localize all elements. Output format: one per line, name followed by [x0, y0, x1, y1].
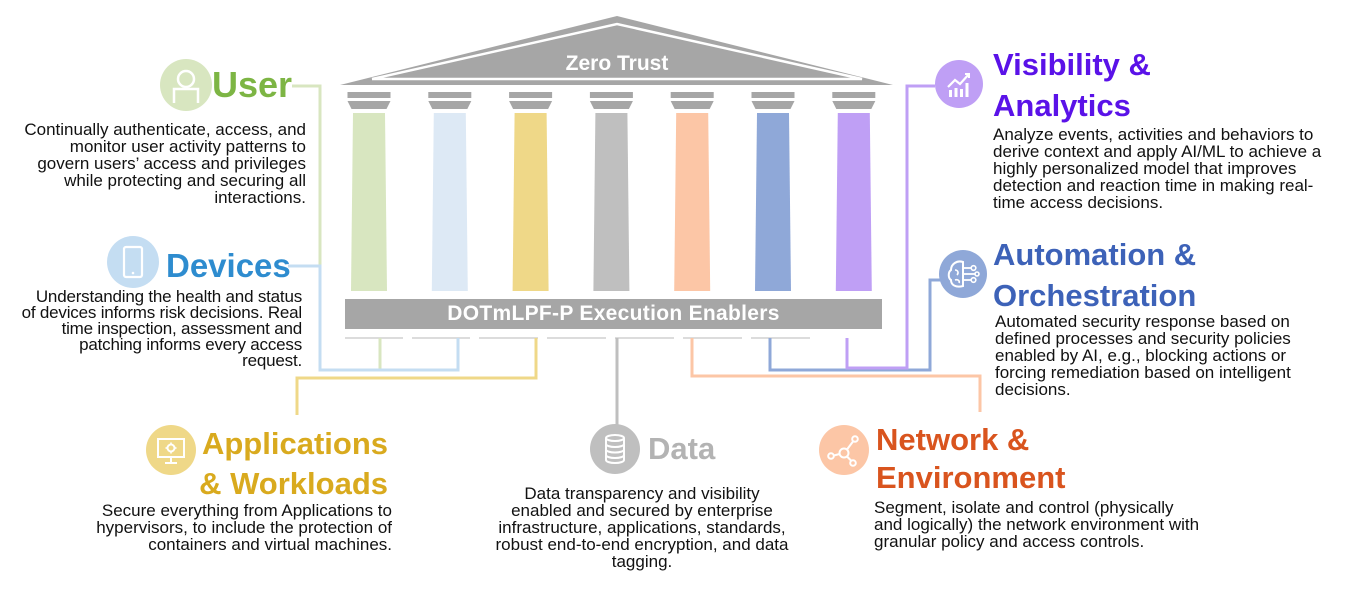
user-icon — [160, 59, 212, 111]
pillars — [347, 92, 876, 291]
pillar-visibility — [835, 113, 872, 291]
tablet-icon — [107, 236, 159, 288]
automation-description: Automated security response based on def… — [995, 312, 1291, 399]
network-title-line1: Network & — [876, 422, 1030, 457]
visibility-connector-line — [845, 84, 935, 370]
pillar-echinus-devices — [428, 101, 472, 109]
visibility-title-line2: Analytics — [993, 88, 1131, 123]
pillar-capital-user — [347, 92, 391, 98]
pillar-user — [351, 113, 387, 291]
analytics-chart-icon — [935, 60, 983, 108]
roof-pediment — [340, 16, 893, 85]
network-description: Segment, isolate and control (physically… — [874, 498, 1200, 551]
monitor-gear-icon — [146, 425, 196, 475]
database-icon — [590, 424, 640, 474]
applications-description: Secure everything from Applications to h… — [96, 501, 392, 554]
visibility-title-line1: Visibility & — [993, 47, 1151, 82]
network-nodes-icon — [819, 425, 869, 475]
pillar-echinus-data — [589, 101, 633, 109]
pillar-capital-network — [670, 92, 714, 98]
base-bar — [345, 299, 882, 329]
brain-circuit-icon — [939, 250, 987, 298]
pillar-capital-devices — [428, 92, 472, 98]
pillar-automation — [755, 113, 791, 291]
roof-label: Zero Trust — [565, 52, 669, 75]
roof-inner-line — [371, 22, 863, 81]
devices-description: Understanding the health and status of d… — [21, 287, 303, 370]
pillar-capital-data — [589, 92, 633, 98]
pillar-echinus-applications — [509, 101, 553, 109]
network-connector-line — [690, 338, 982, 412]
pillar-echinus-visibility — [832, 101, 876, 109]
pillar-network — [674, 113, 711, 291]
user-description: Continually authenticate, access, and mo… — [24, 120, 306, 207]
applications-connector-line — [295, 338, 538, 415]
pillar-capital-visibility — [832, 92, 876, 98]
pillar-data — [593, 113, 630, 291]
devices-title: Devices — [166, 247, 291, 284]
user-title: User — [212, 64, 293, 105]
base-bar-label: DOTmLPF-P Execution Enablers — [447, 302, 780, 325]
pillar-devices — [431, 113, 468, 291]
automation-title-line2: Orchestration — [993, 278, 1197, 313]
network-title-line2: Environment — [876, 460, 1066, 495]
pillar-capital-automation — [751, 92, 795, 98]
automation-title-line1: Automation & — [993, 237, 1197, 272]
pillar-capital-applications — [509, 92, 553, 98]
visibility-description: Analyze events, activities and behaviors… — [993, 125, 1322, 212]
pillar-echinus-user — [347, 101, 391, 109]
pillar-echinus-network — [670, 101, 714, 109]
data-title: Data — [648, 431, 716, 466]
data-description: Data transparency and visibility enabled… — [495, 484, 789, 571]
applications-title-line2: & Workloads — [199, 466, 388, 501]
devices-connector-line — [288, 264, 460, 372]
pillar-echinus-automation — [751, 101, 795, 109]
automation-connector-line — [768, 278, 943, 372]
pillar-applications — [512, 113, 549, 291]
applications-title-line1: Applications — [201, 426, 388, 461]
